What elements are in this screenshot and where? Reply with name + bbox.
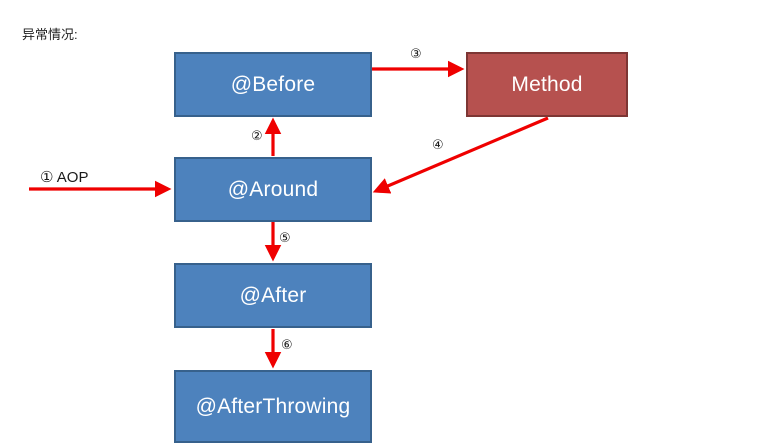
edge-label-2: ② (251, 128, 263, 143)
node-after-throwing[interactable]: @AfterThrowing (174, 370, 372, 443)
edge-label-5: ⑤ (279, 230, 291, 245)
edge-label-6: ⑥ (281, 337, 293, 352)
arrow-method-to-around (372, 116, 549, 194)
node-method[interactable]: Method (466, 52, 628, 117)
diagram-caption: 异常情况: (22, 27, 78, 42)
node-before[interactable]: @Before (174, 52, 372, 117)
edge-label-1-aop: ① AOP (40, 169, 89, 186)
edge-label-4: ④ (432, 137, 444, 152)
node-after[interactable]: @After (174, 263, 372, 328)
node-around[interactable]: @Around (174, 157, 372, 222)
edge-label-3: ③ (410, 46, 422, 61)
